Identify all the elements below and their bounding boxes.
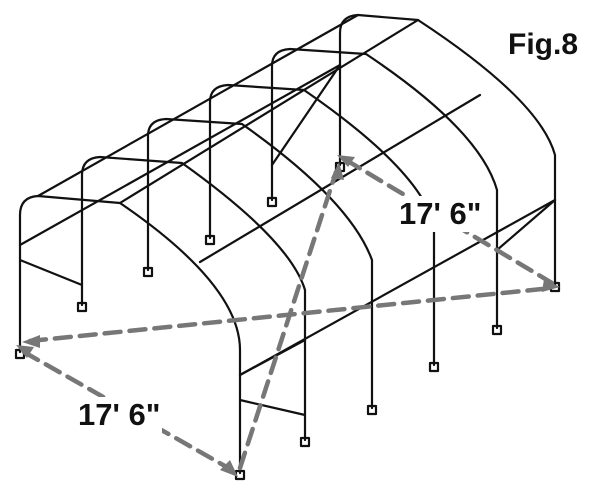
- ground-rail-left: [18, 258, 84, 287]
- width-arrow-back: [343, 157, 555, 286]
- ground-rail-front: [238, 398, 307, 417]
- arrowheads: [16, 155, 560, 477]
- brace-left: [270, 63, 342, 167]
- foot: [76, 301, 88, 313]
- foot: [366, 404, 378, 416]
- brace-front: [238, 338, 307, 377]
- foot: [142, 266, 154, 278]
- bow-5: [270, 47, 499, 330]
- dimension-label-width: 17' 6": [397, 196, 484, 232]
- arrowhead: [22, 335, 40, 348]
- arrowhead: [16, 345, 34, 358]
- dimension-label-front: 17' 6": [76, 397, 163, 433]
- bow-2: [80, 155, 307, 442]
- dimension-arrows: [21, 157, 555, 473]
- foot: [266, 196, 278, 208]
- figure-label: Fig.8: [508, 28, 579, 61]
- arrowhead: [337, 155, 355, 167]
- foot: [299, 436, 311, 448]
- arrowhead: [331, 162, 344, 180]
- diagonal-arrow-front: [21, 349, 235, 473]
- foot: [428, 361, 440, 373]
- bow-3: [146, 117, 374, 410]
- arrowhead: [220, 460, 238, 477]
- length-arrow: [27, 285, 555, 344]
- foot: [491, 324, 503, 336]
- purlin-left-top: [36, 13, 360, 198]
- eave-rail-left: [18, 63, 342, 247]
- foot: [204, 234, 216, 246]
- diagonal-arrow-rise: [237, 169, 339, 471]
- front-bow: [18, 194, 242, 475]
- greenhouse-frame: [14, 13, 561, 481]
- purlin-right-top: [118, 18, 420, 205]
- arrowhead: [542, 279, 560, 292]
- brace-right: [495, 198, 557, 252]
